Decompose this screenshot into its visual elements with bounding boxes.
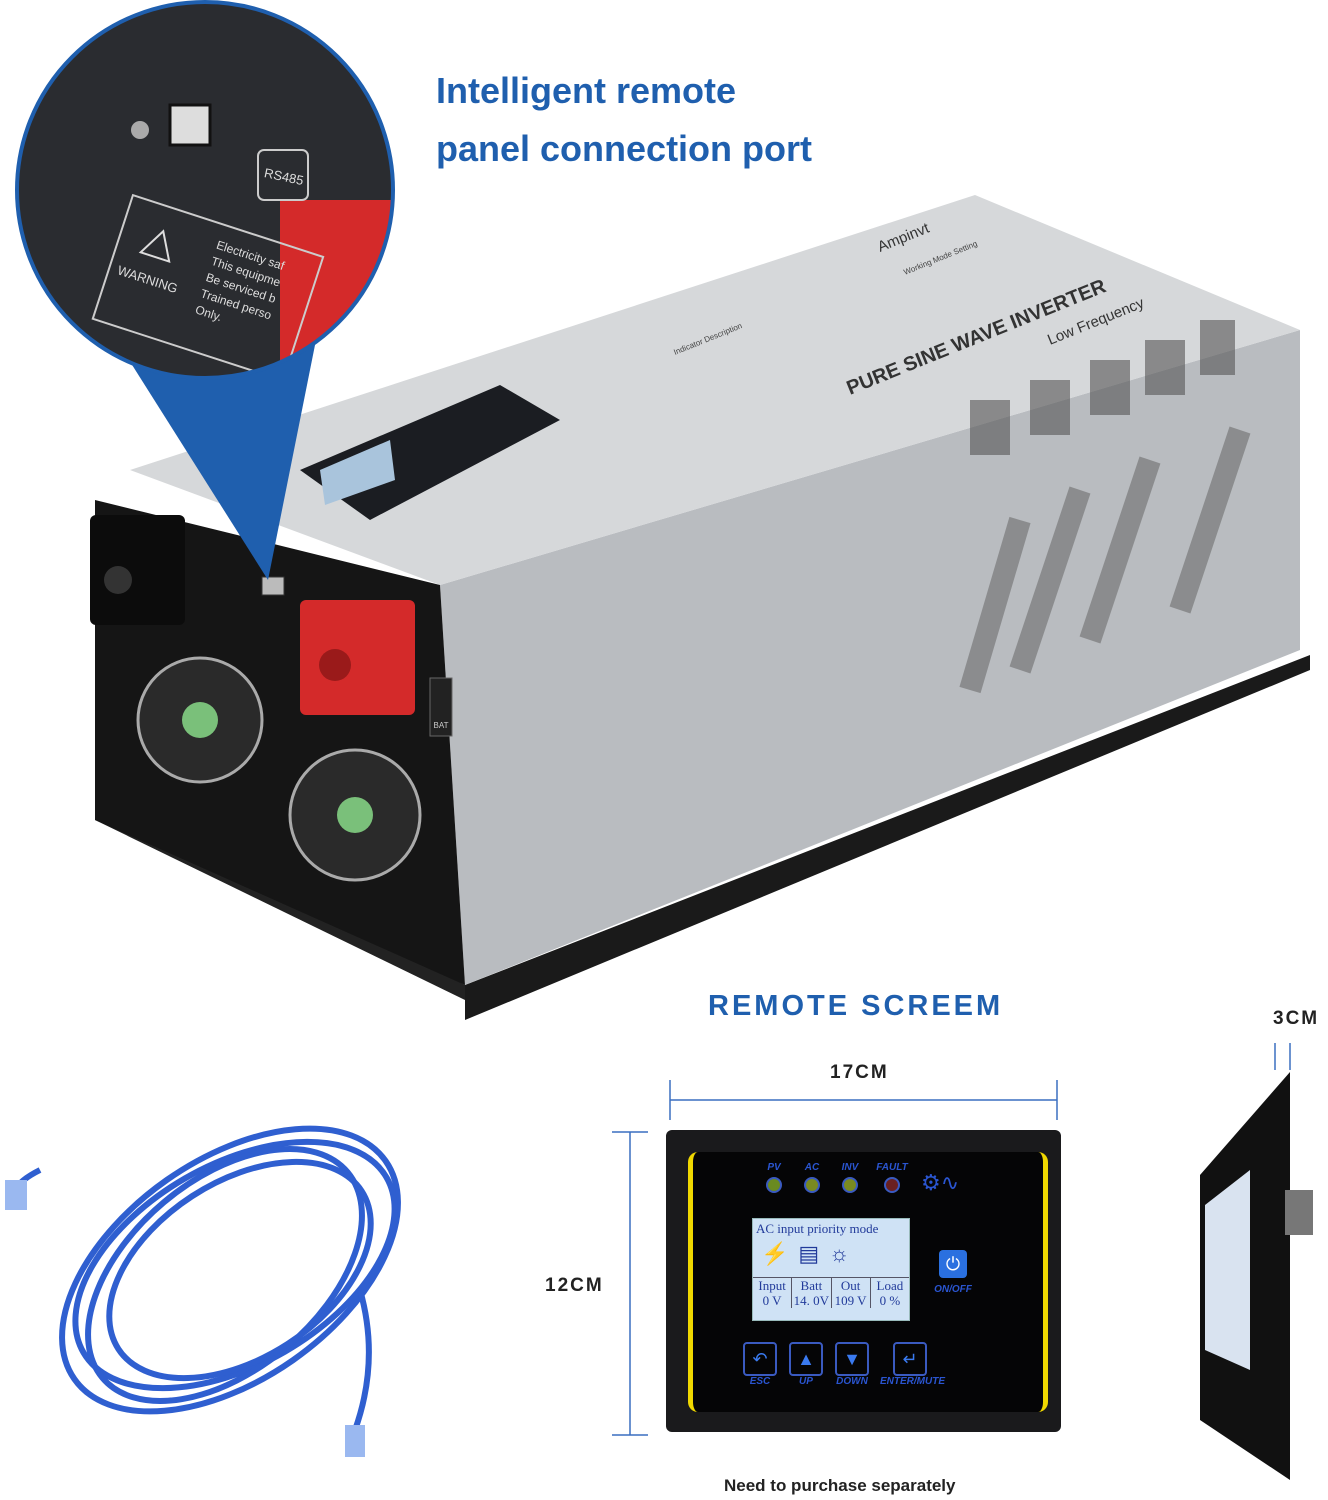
down-triangle-icon: ▼ — [835, 1342, 869, 1376]
led-icon — [766, 1177, 782, 1193]
led-label: FAULT — [876, 1162, 908, 1173]
depth-dimension: 3CM — [1273, 1008, 1320, 1029]
led-fault: FAULT — [874, 1162, 910, 1193]
cell-label: Load — [876, 1278, 904, 1293]
button-label: UP — [799, 1376, 813, 1387]
button-label: ENTER/MUTE — [880, 1376, 945, 1387]
negative-terminal — [90, 515, 185, 625]
enter-mute-button[interactable]: ↵ENTER/MUTE — [880, 1342, 945, 1387]
led-label: PV — [767, 1162, 781, 1173]
esc-button[interactable]: ↶ESC — [742, 1342, 778, 1387]
cell-value: 109 V — [834, 1293, 867, 1308]
cooling-fan — [288, 748, 422, 882]
cooling-fan — [136, 656, 264, 784]
headline-line-1: Intelligent remote — [436, 70, 737, 111]
button-label: ESC — [749, 1376, 771, 1387]
cell-label: Out — [840, 1278, 861, 1293]
up-triangle-icon: ▲ — [789, 1342, 823, 1376]
remote-side-view — [1200, 1072, 1313, 1480]
power-icon: ⏻ — [939, 1250, 967, 1278]
ethernet-cable — [12, 1125, 401, 1432]
led-icon — [884, 1177, 900, 1193]
enter-icon: ↵ — [893, 1342, 927, 1376]
led-icon — [804, 1177, 820, 1193]
led-icon — [842, 1177, 858, 1193]
led-indicators: PV AC INV FAULT — [760, 1162, 910, 1193]
lcd-mode-text: AC input priority mode — [756, 1221, 879, 1236]
on-off-button[interactable]: ⏻ ON/OFF — [928, 1250, 978, 1295]
dsp-logo-icon: ⚙∿ — [921, 1170, 960, 1195]
mounting-plate — [465, 655, 1310, 1020]
on-off-label: ON/OFF — [934, 1284, 972, 1295]
rj45-connector — [5, 1180, 27, 1210]
accessories-photo — [5, 1043, 1313, 1480]
led-label: INV — [841, 1162, 859, 1173]
power-flow-icon: ⚡▤☼ — [761, 1241, 860, 1266]
down-button[interactable]: ▼DOWN — [834, 1342, 870, 1387]
rj45-port-closeup — [168, 103, 212, 147]
led-pv: PV — [760, 1162, 788, 1193]
width-dimension: 17CM — [830, 1062, 889, 1083]
button-label: DOWN — [836, 1376, 868, 1387]
led-inv: INV — [836, 1162, 864, 1193]
headline-line-2: panel connection port — [436, 128, 813, 169]
inverter-photo: PURE SINE WAVE INVERTER Low Frequency Am… — [15, 0, 1310, 1020]
dimension-lines — [612, 1043, 1291, 1436]
callout-headline: Intelligent remote panel connection port — [436, 62, 812, 178]
purchase-note: Need to purchase separately — [724, 1476, 956, 1495]
callout-pointer — [110, 320, 320, 580]
rj45-connector — [345, 1425, 365, 1457]
led-label: AC — [804, 1162, 820, 1173]
up-button[interactable]: ▲UP — [788, 1342, 824, 1387]
led-ac: AC — [798, 1162, 826, 1193]
port-closeup-callout: RS485 WARNING Electricity saf This equip… — [17, 2, 393, 378]
back-arrow-icon: ↶ — [743, 1342, 777, 1376]
cell-value: 0 V — [762, 1293, 782, 1308]
remote-buttons: ↶ESC ▲UP ▼DOWN ↵ENTER/MUTE — [742, 1342, 945, 1387]
cell-value: 0 % — [879, 1293, 901, 1308]
bat-label: BAT — [434, 721, 449, 730]
cell-value: 14. 0V — [793, 1293, 830, 1308]
cell-label: Input — [758, 1278, 786, 1293]
remote-screen-title: REMOTE SCREEM — [708, 990, 1004, 1022]
height-dimension: 12CM — [545, 1275, 604, 1296]
rj45-port — [261, 576, 285, 596]
positive-terminal — [300, 600, 415, 715]
cell-label: Batt — [800, 1278, 823, 1293]
